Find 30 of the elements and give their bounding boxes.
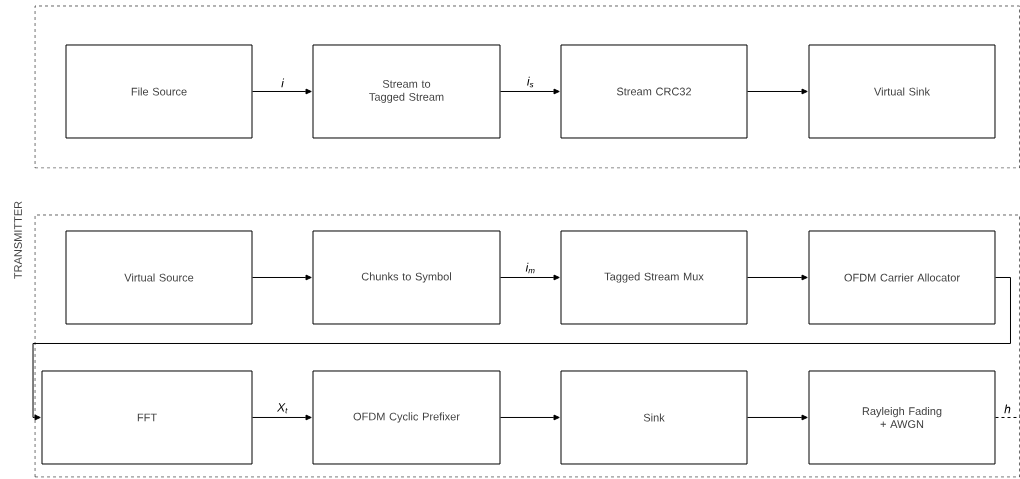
process-box: Rayleigh Fading + AWGN <box>808 370 996 465</box>
side-label: TRANSMITTER <box>14 201 22 279</box>
process-box: Virtual Sink <box>808 44 996 139</box>
process-box: OFDM Carrier Allocator <box>808 230 996 325</box>
arrow <box>747 414 808 421</box>
edge-label: i <box>281 78 285 88</box>
arrow <box>32 277 1011 421</box>
process-box: Tagged Stream Mux <box>560 230 748 325</box>
edge-label: i$_{s}$ <box>527 76 534 88</box>
process-box: File Source <box>65 44 253 139</box>
arrow <box>252 274 312 281</box>
process-box: FFT <box>41 370 253 465</box>
edge-label: i$_{m}$ <box>525 262 535 274</box>
arrow <box>500 414 560 421</box>
arrow <box>252 88 312 95</box>
arrow <box>747 274 808 281</box>
process-box: Chunks to Symbol <box>312 230 501 325</box>
arrow <box>500 88 560 95</box>
process-box: Virtual Source <box>65 230 253 325</box>
arrow <box>500 274 560 281</box>
process-box: Sink <box>560 370 748 465</box>
edge-label: h <box>1004 404 1011 414</box>
process-box: OFDM Cyclic Prefixer <box>312 370 501 465</box>
edge-label: X$_{t}$ <box>276 403 288 414</box>
group-frame <box>34 5 1020 169</box>
group-frame <box>34 214 1020 478</box>
process-box: Stream CRC32 <box>560 44 748 139</box>
process-box: Stream to Tagged Stream <box>312 44 501 139</box>
arrow <box>747 88 808 95</box>
arrow <box>252 414 312 421</box>
